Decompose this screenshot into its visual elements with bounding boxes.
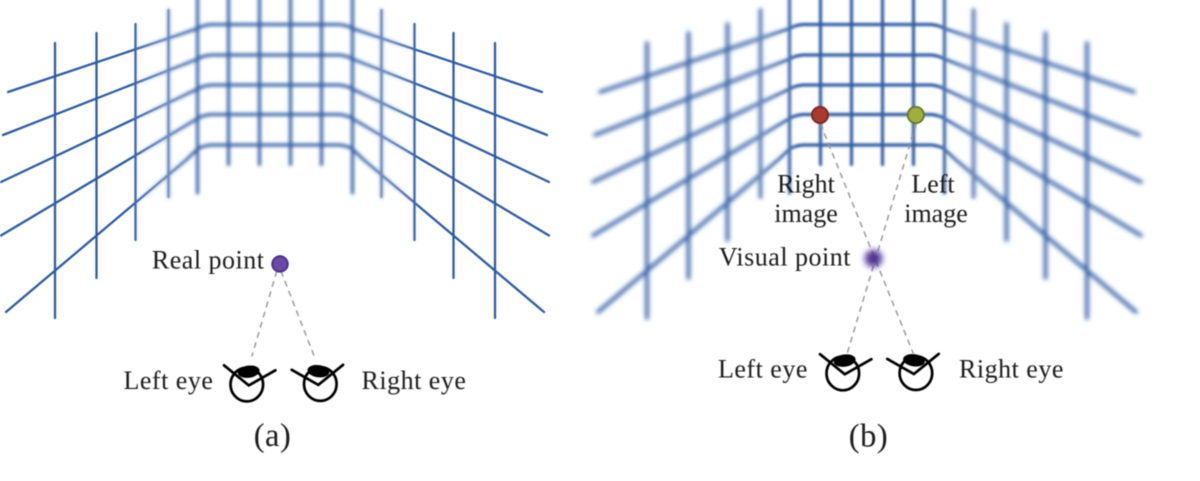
- svg-text:Real point: Real point: [152, 246, 265, 275]
- svg-text:Right eye: Right eye: [362, 366, 467, 395]
- svg-text:Visual point: Visual point: [719, 243, 852, 272]
- svg-text:Right: Right: [777, 170, 836, 199]
- svg-text:Left: Left: [911, 170, 955, 199]
- svg-text:image: image: [904, 199, 968, 228]
- svg-text:(a): (a): [254, 418, 292, 454]
- svg-text:image: image: [774, 199, 838, 228]
- svg-text:(b): (b): [849, 419, 888, 455]
- svg-text:Left eye: Left eye: [124, 366, 214, 395]
- svg-text:Right eye: Right eye: [959, 355, 1064, 384]
- svg-text:Left eye: Left eye: [718, 355, 808, 384]
